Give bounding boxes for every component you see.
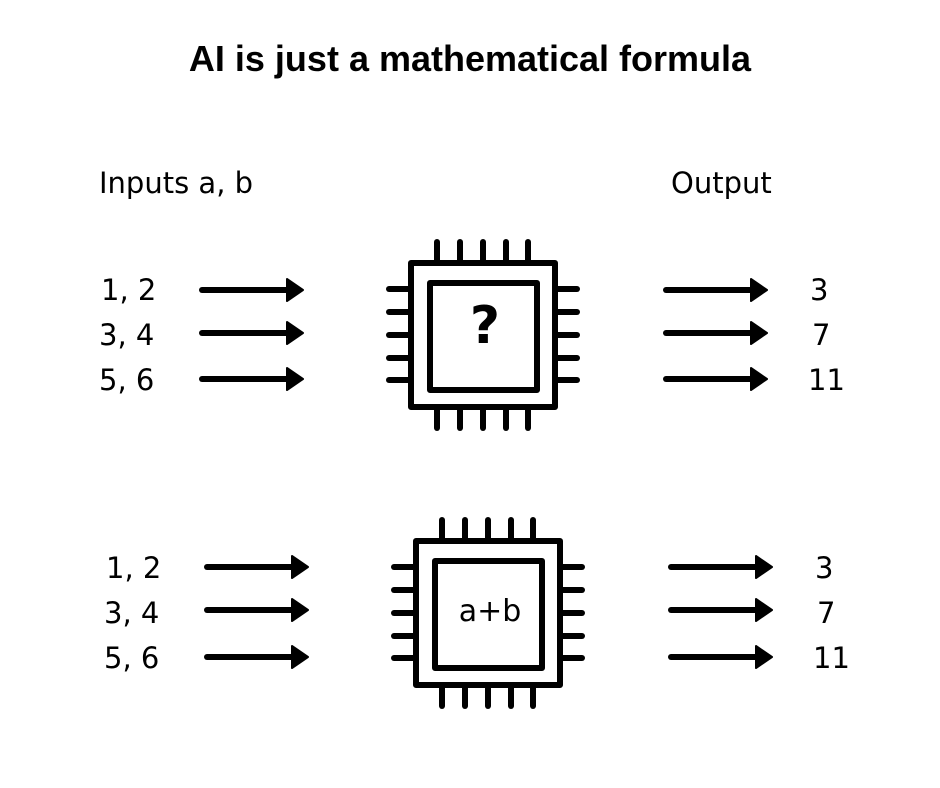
arrow-head <box>291 555 309 579</box>
output-label: 11 <box>808 363 845 397</box>
chip-label: a+b <box>458 594 522 629</box>
input-label: 1, 2 <box>101 273 157 307</box>
output-header: Output <box>671 166 772 200</box>
output-label: 11 <box>813 641 850 675</box>
input-label: 3, 4 <box>99 318 155 352</box>
arrow-head <box>755 598 773 622</box>
arrow-head <box>750 321 768 345</box>
chip-core <box>427 280 540 393</box>
input-label: 1, 2 <box>106 551 162 585</box>
arrow-head <box>755 555 773 579</box>
arrow-head <box>286 321 304 345</box>
input-label: 3, 4 <box>104 596 160 630</box>
arrow-head <box>286 278 304 302</box>
output-label: 7 <box>817 596 836 630</box>
chip-core <box>432 558 545 671</box>
input-label: 5, 6 <box>104 641 160 675</box>
arrow-head <box>291 645 309 669</box>
inputs-header: Inputs a, b <box>99 166 254 200</box>
output-label: 3 <box>810 273 829 307</box>
arrow-head <box>755 645 773 669</box>
output-label: 3 <box>815 551 834 585</box>
chip-label: ? <box>469 296 501 356</box>
arrow-head <box>750 278 768 302</box>
output-label: 7 <box>812 318 831 352</box>
arrow-head <box>750 367 768 391</box>
title: AI is just a mathematical formula <box>188 38 752 79</box>
arrow-head <box>291 598 309 622</box>
arrow-head <box>286 367 304 391</box>
input-label: 5, 6 <box>99 363 155 397</box>
